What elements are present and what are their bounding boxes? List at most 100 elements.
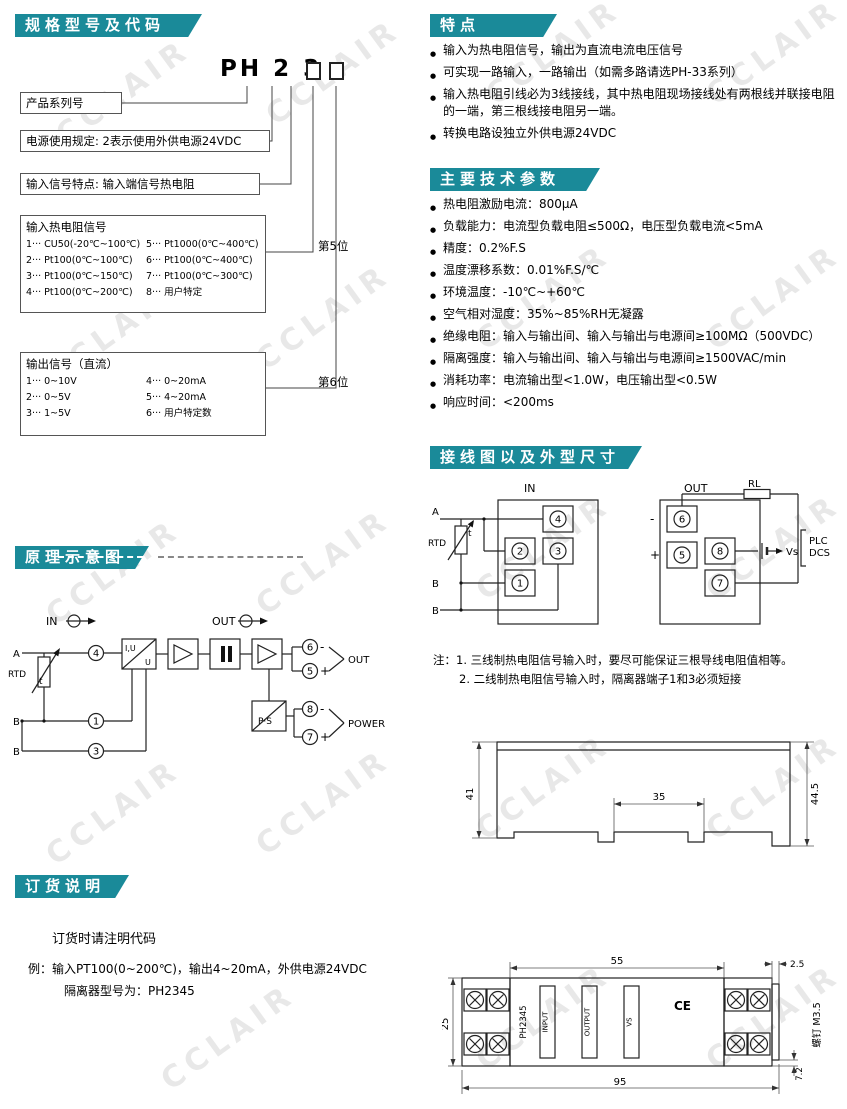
section-banner-features: 特点	[430, 14, 557, 37]
section-banner-spec: 规格型号及代码	[15, 14, 202, 37]
output-box-title: 输出信号（直流）	[26, 357, 118, 371]
dim-plate-height: 7.2	[795, 1067, 805, 1081]
param-item: 消耗功率：电流输出型<1.0W，电压输出型<0.5W	[430, 372, 842, 392]
wiring-note-1: 注：1. 三线制热电阻信号输入时，要尽可能保证三根导线电阻值相等。	[433, 653, 793, 667]
polarity-plus: +	[320, 664, 330, 678]
param-item: 精度：0.2%F.S	[430, 240, 842, 260]
terminal-8: 8	[717, 547, 723, 558]
polarity-plus: +	[320, 730, 330, 744]
wiring-diagram: IN OUT RL A RTD t B B 4 2 3 1 6 8 5 7 - …	[428, 479, 830, 625]
wiring-title: 接线图以及外型尺寸	[430, 446, 640, 469]
model-digit-box-5	[306, 62, 321, 80]
terminal-5: 5	[307, 667, 313, 678]
converter-iu-label: I,U	[125, 644, 136, 653]
param-item: 绝缘电阻：输入与输出间、输入与输出与电源间≥100MΩ（500VDC）	[430, 328, 842, 348]
side-view-dim-lines	[472, 741, 814, 847]
polarity-minus: -	[320, 702, 324, 716]
dim-block-height: 25	[442, 1018, 451, 1031]
principle-in-label: IN	[46, 615, 57, 628]
vs-slot-label: VS	[626, 1017, 634, 1027]
rtd-item: 3··· Pt100(0℃~150℃)	[26, 271, 133, 282]
rtd-item: 8··· 用户特定	[146, 287, 203, 298]
wiring-out-label: OUT	[684, 482, 708, 495]
output-item: 3··· 1~5V	[26, 408, 71, 419]
code-row-power: 电源使用规定: 2表示使用外供电源24VDC	[20, 130, 270, 152]
section-banner-wiring: 接线图以及外型尺寸	[430, 446, 642, 469]
principle-diagram: IN OUT A RTD t B B I,U U P·S 4 1 3 6 5 8…	[8, 614, 385, 760]
dashed-line-decoration	[58, 556, 143, 558]
principle-a-label: A	[13, 649, 20, 660]
rtd-item: 5··· Pt1000(0℃~400℃)	[146, 239, 259, 250]
param-item: 热电阻激励电流：800μA	[430, 196, 842, 216]
terminal-3: 3	[555, 547, 561, 558]
code-row-input-type: 输入信号特点: 输入端信号热电阻	[20, 173, 260, 195]
digit6-position-tag: 第6位	[318, 375, 349, 389]
polarity-plus: +	[650, 548, 660, 562]
output-item: 4··· 0~20mA	[146, 376, 206, 387]
wiring-solid-marks	[459, 517, 783, 612]
rtd-item: 1··· CU50(-20℃~100℃)	[26, 239, 141, 250]
wiring-a-label: A	[432, 507, 439, 518]
top-view-model-label: PH2345	[519, 1005, 529, 1038]
code-row-series: 产品系列号	[20, 92, 122, 114]
terminal-6: 6	[307, 643, 313, 654]
rtd-item: 6··· Pt100(0℃~400℃)	[146, 255, 253, 266]
terminal-4: 4	[93, 649, 99, 660]
dashed-line-decoration	[158, 556, 303, 558]
terminal-2: 2	[517, 547, 523, 558]
rtd-box-grid: 1··· CU50(-20℃~100℃) 5··· Pt1000(0℃~400℃)…	[26, 237, 260, 301]
principle-rtd-label: RTD	[8, 670, 26, 680]
param-item: 空气相对湿度：35%~85%RH无凝露	[430, 306, 842, 326]
dim-right-height: 44.5	[810, 783, 821, 805]
rtd-box-title: 输入热电阻信号	[26, 220, 107, 234]
feature-item: 可实现一路输入，一路输出（如需多路请选PH-33系列）	[430, 64, 838, 85]
section-banner-order: 订货说明	[15, 875, 129, 898]
features-title: 特点	[430, 14, 555, 37]
principle-b1-label: B	[13, 717, 20, 728]
top-view-dim-lines	[448, 961, 798, 1094]
feature-item: 输入为热电阻信号，输出为直流电流电压信号	[430, 42, 838, 63]
wiring-b1-label: B	[432, 579, 439, 590]
wiring-rtd-label: RTD	[428, 539, 446, 549]
power-terminal-label: POWER	[348, 719, 385, 730]
principle-out-label: OUT	[212, 615, 236, 628]
output-item: 6··· 用户特定数	[146, 408, 212, 419]
principle-b2-label: B	[13, 747, 20, 758]
terminal-3: 3	[93, 747, 99, 758]
screw-spec-label: 螺钉 M3.5	[812, 1002, 823, 1047]
power-supply-label: P·S	[258, 717, 272, 727]
param-item: 隔离强度：输入与输出间、输入与输出与电源间≥1500VAC/min	[430, 350, 842, 370]
dim-total-width: 95	[614, 1077, 627, 1088]
side-view-dimension-drawing: 41 35 44.5	[465, 741, 821, 847]
output-item: 1··· 0~10V	[26, 376, 77, 387]
terminal-1: 1	[517, 579, 523, 590]
params-title: 主要技术参数	[430, 168, 598, 191]
dim-plate-width: 2.5	[790, 960, 804, 970]
model-number: PH 2 3	[220, 56, 323, 82]
features-list: 输入为热电阻信号，输出为直流电流电压信号 可实现一路输入，一路输出（如需多路请选…	[430, 42, 838, 147]
side-view-outline	[496, 741, 791, 847]
principle-t-label: t	[39, 677, 43, 687]
input-slot-label: INPUT	[542, 1011, 550, 1033]
rtd-item: 2··· Pt100(0℃~100℃)	[26, 255, 133, 266]
param-item: 负载能力：电流型负载电阻≤500Ω，电压型负载电流<5mA	[430, 218, 842, 238]
ce-mark: CE	[674, 999, 691, 1013]
param-item: 响应时间：<200ms	[430, 394, 842, 414]
terminal-7: 7	[717, 579, 723, 590]
polarity-minus: -	[650, 512, 654, 526]
top-view-dimension-drawing: 55 2.5 25 95 7.2 螺钉 M3.5 PH2345 INPUT OU…	[442, 956, 823, 1094]
top-view-dim-arrows	[450, 961, 797, 1091]
digit5-position-tag: 第5位	[318, 239, 349, 253]
order-title: 订货说明	[15, 875, 127, 898]
terminal-5: 5	[679, 551, 685, 562]
order-instruction: 订货时请注明代码	[52, 932, 157, 947]
principle-solid-marks	[20, 617, 268, 723]
dim-center-width: 35	[653, 792, 666, 803]
wiring-b2-label: B	[432, 606, 439, 617]
section-banner-params: 主要技术参数	[430, 168, 600, 191]
vs-label: Vs	[786, 547, 798, 558]
polarity-minus: -	[320, 640, 324, 654]
converter-u-label: U	[145, 658, 151, 667]
rtd-item: 7··· Pt100(0℃~300℃)	[146, 271, 253, 282]
